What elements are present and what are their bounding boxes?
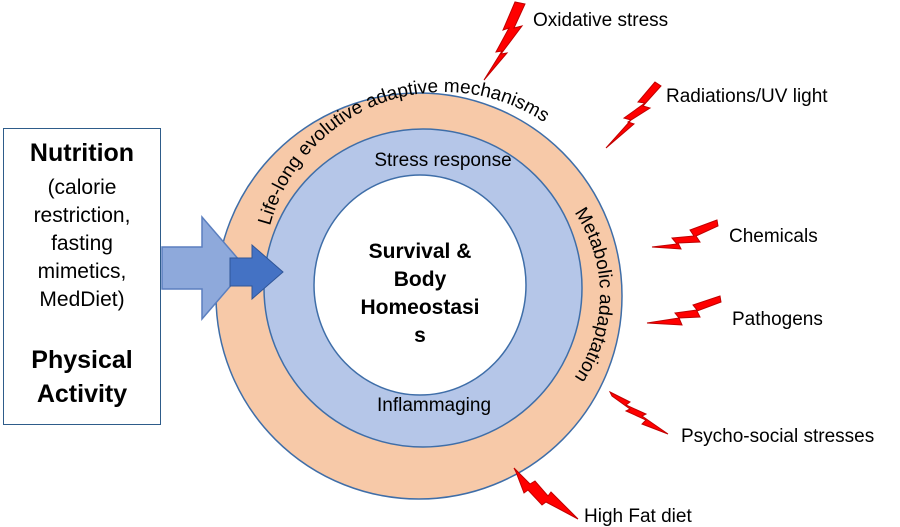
nutrition-title: Nutrition: [29, 139, 135, 167]
stressor-label: Psycho-social stresses: [681, 426, 874, 447]
nutrition-line: MedDiet): [39, 288, 125, 311]
nutrition-arrow-large: [161, 214, 247, 322]
nutrition-activity-box: Nutrition (calorie restriction, fasting …: [3, 128, 161, 425]
nutrition-line: restriction,: [33, 204, 131, 227]
lightning-bolt-icon: [646, 295, 722, 326]
stress-response-label: Stress response: [374, 150, 511, 171]
stressor-label: Oxidative stress: [533, 10, 668, 31]
stressor-label: Radiations/UV light: [666, 86, 828, 107]
stressor-label: Pathogens: [732, 309, 823, 330]
stressor-label: High Fat diet: [584, 506, 692, 527]
physical-activity-title: Physical: [31, 346, 133, 374]
lightning-bolt-icon: [605, 81, 662, 149]
center-label: Survival &: [369, 240, 472, 263]
center-label: s: [414, 324, 426, 347]
nutrition-line: (calorie: [47, 176, 117, 199]
nutrition-line: fasting: [51, 232, 113, 255]
center-label: Homeostasi: [360, 296, 479, 319]
stressor-label: Chemicals: [729, 226, 818, 247]
lightning-bolt-icon: [608, 390, 669, 435]
center-label: Body: [394, 268, 447, 291]
nutrition-line: mimetics,: [37, 260, 127, 283]
lightning-bolt-icon: [483, 1, 526, 81]
lightning-bolt-icon: [651, 219, 719, 250]
lightning-bolt-icon: [513, 467, 579, 520]
physical-activity-title: Activity: [36, 380, 128, 408]
inflammaging-label: Inflammaging: [377, 395, 491, 416]
nutrition-arrow-small: [229, 243, 284, 301]
inner-circle: [313, 174, 527, 396]
